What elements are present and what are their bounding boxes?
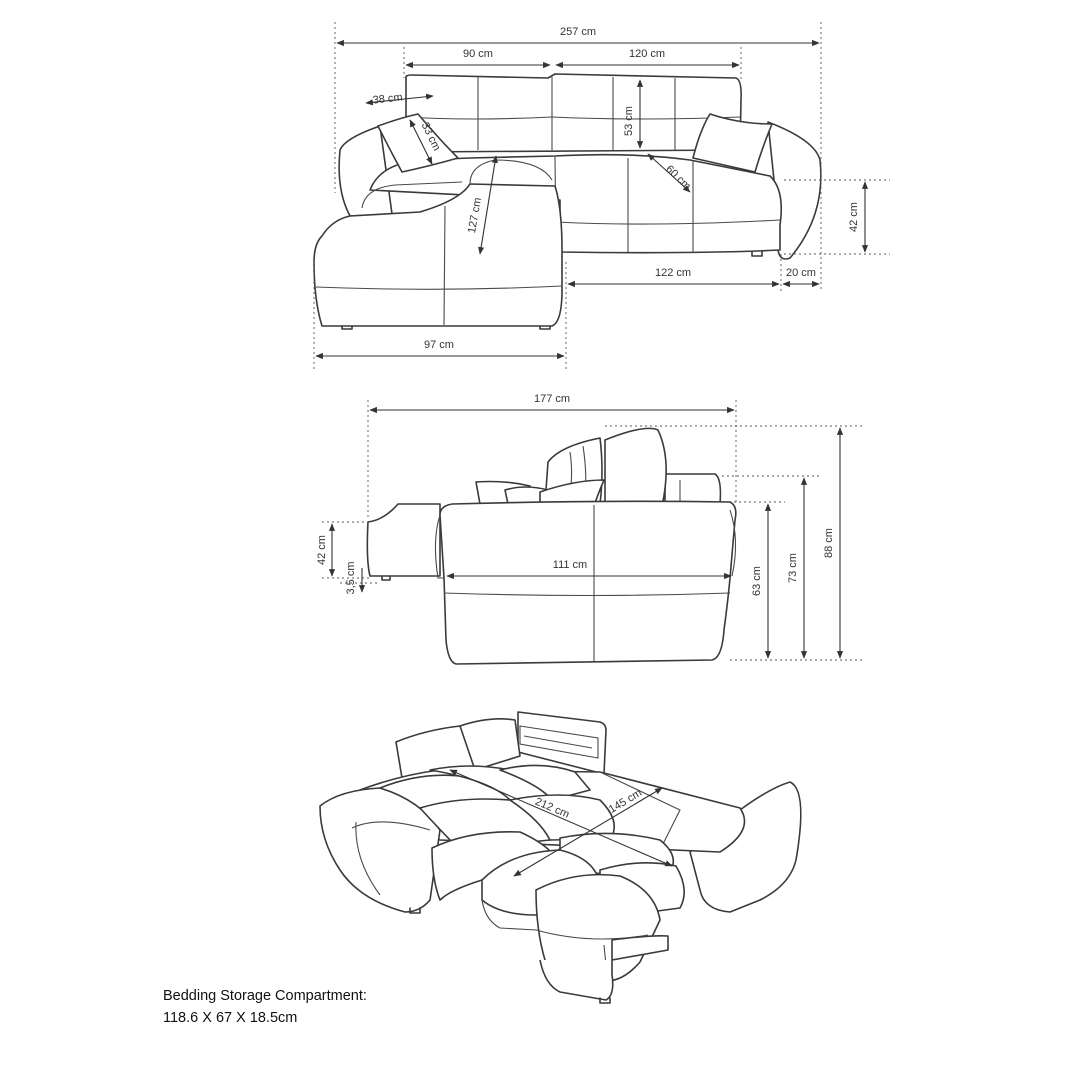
caption-line-2: 118.6 X 67 X 18.5cm bbox=[163, 1010, 298, 1026]
dim-line-145 bbox=[513, 787, 663, 877]
label-177: 177 cm bbox=[534, 393, 570, 405]
label-53: 53 cm bbox=[623, 106, 635, 136]
top-view-extension-lines bbox=[313, 22, 890, 370]
dim-line-127 bbox=[478, 155, 498, 255]
label-42-side: 42 cm bbox=[316, 535, 328, 565]
top-view-drawing bbox=[313, 73, 822, 330]
label-20: 20 cm bbox=[786, 267, 816, 279]
label-38: 38 cm bbox=[372, 91, 403, 106]
label-257: 257 cm bbox=[560, 26, 596, 38]
label-90: 90 cm bbox=[463, 48, 493, 60]
label-63: 63 cm bbox=[751, 566, 763, 596]
label-42-top: 42 cm bbox=[848, 202, 860, 232]
label-122: 122 cm bbox=[655, 267, 691, 279]
dim-line-60 bbox=[647, 153, 691, 193]
label-120: 120 cm bbox=[629, 48, 665, 60]
label-3-5: 3,5 cm bbox=[345, 561, 357, 594]
dim-line-38 bbox=[365, 93, 434, 106]
side-view-drawing bbox=[366, 427, 737, 665]
label-73: 73 cm bbox=[787, 553, 799, 583]
caption-line-1: Bedding Storage Compartment: bbox=[163, 988, 367, 1004]
label-97: 97 cm bbox=[424, 339, 454, 351]
label-111: 111 cm bbox=[553, 559, 587, 571]
side-view-dimension-lines bbox=[328, 406, 844, 659]
side-view-labels: 177 cm 42 cm 3,5 cm 111 cm 63 cm 73 cm 8… bbox=[316, 393, 835, 596]
top-view-dimension-lines bbox=[315, 39, 869, 360]
dim-line-33 bbox=[409, 119, 433, 165]
label-88: 88 cm bbox=[823, 528, 835, 558]
bed-view-drawing bbox=[319, 711, 802, 1004]
bed-view-dimension-lines bbox=[449, 769, 673, 877]
